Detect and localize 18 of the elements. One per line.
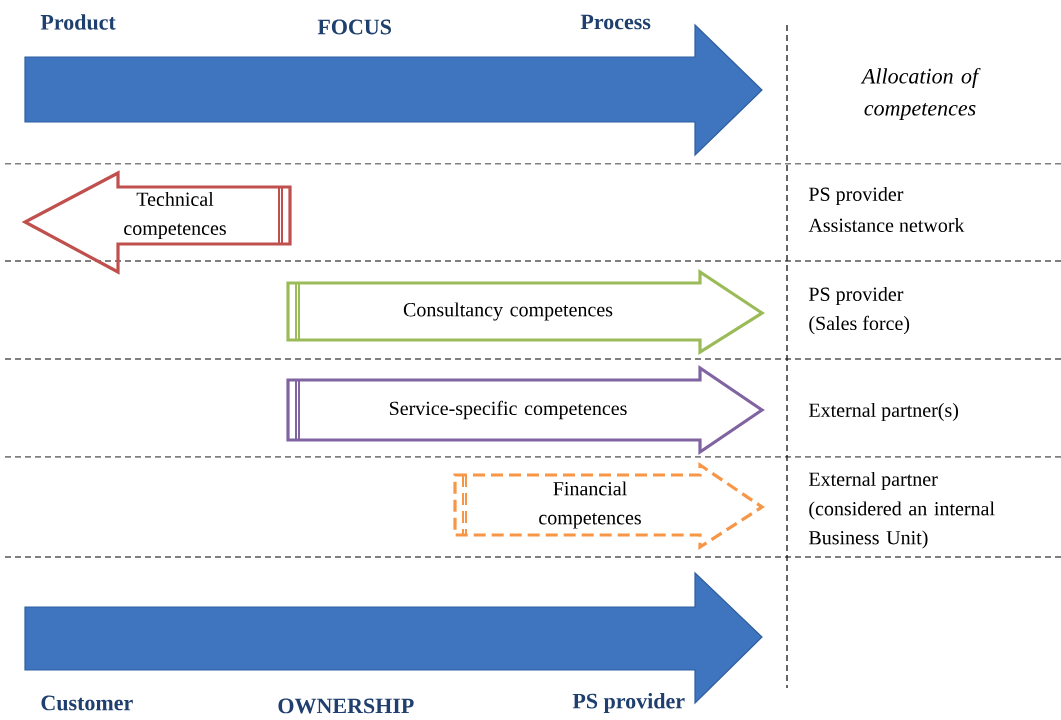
pointed-box: Technical competences bbox=[21, 170, 292, 275]
allocation-text: Assistance network bbox=[808, 217, 965, 233]
allocation-text: (considered an internal Business Unit) bbox=[808, 501, 995, 549]
allocation-text: PS provider bbox=[808, 186, 904, 206]
column-heading: Allocation of competences bbox=[860, 67, 981, 121]
allocation-text: External partner bbox=[808, 471, 938, 491]
axis-label: Process bbox=[580, 14, 651, 30]
pointed-box: Consultancy competences bbox=[286, 269, 765, 355]
axis-label: Customer bbox=[41, 695, 133, 711]
pointed-box: Financial competences bbox=[453, 462, 765, 550]
axis-label: Product bbox=[40, 14, 116, 30]
axis-label: OWNERSHIP bbox=[278, 698, 414, 714]
allocation-text: External partner(s) bbox=[808, 402, 958, 422]
axis-label: FOCUS bbox=[317, 19, 391, 35]
allocation-text: (Sales force) bbox=[809, 315, 910, 335]
pointed-box: Service-specific competences bbox=[286, 365, 765, 455]
axis-label: PS provider bbox=[572, 693, 685, 713]
allocation-text: PS provider bbox=[808, 286, 904, 306]
